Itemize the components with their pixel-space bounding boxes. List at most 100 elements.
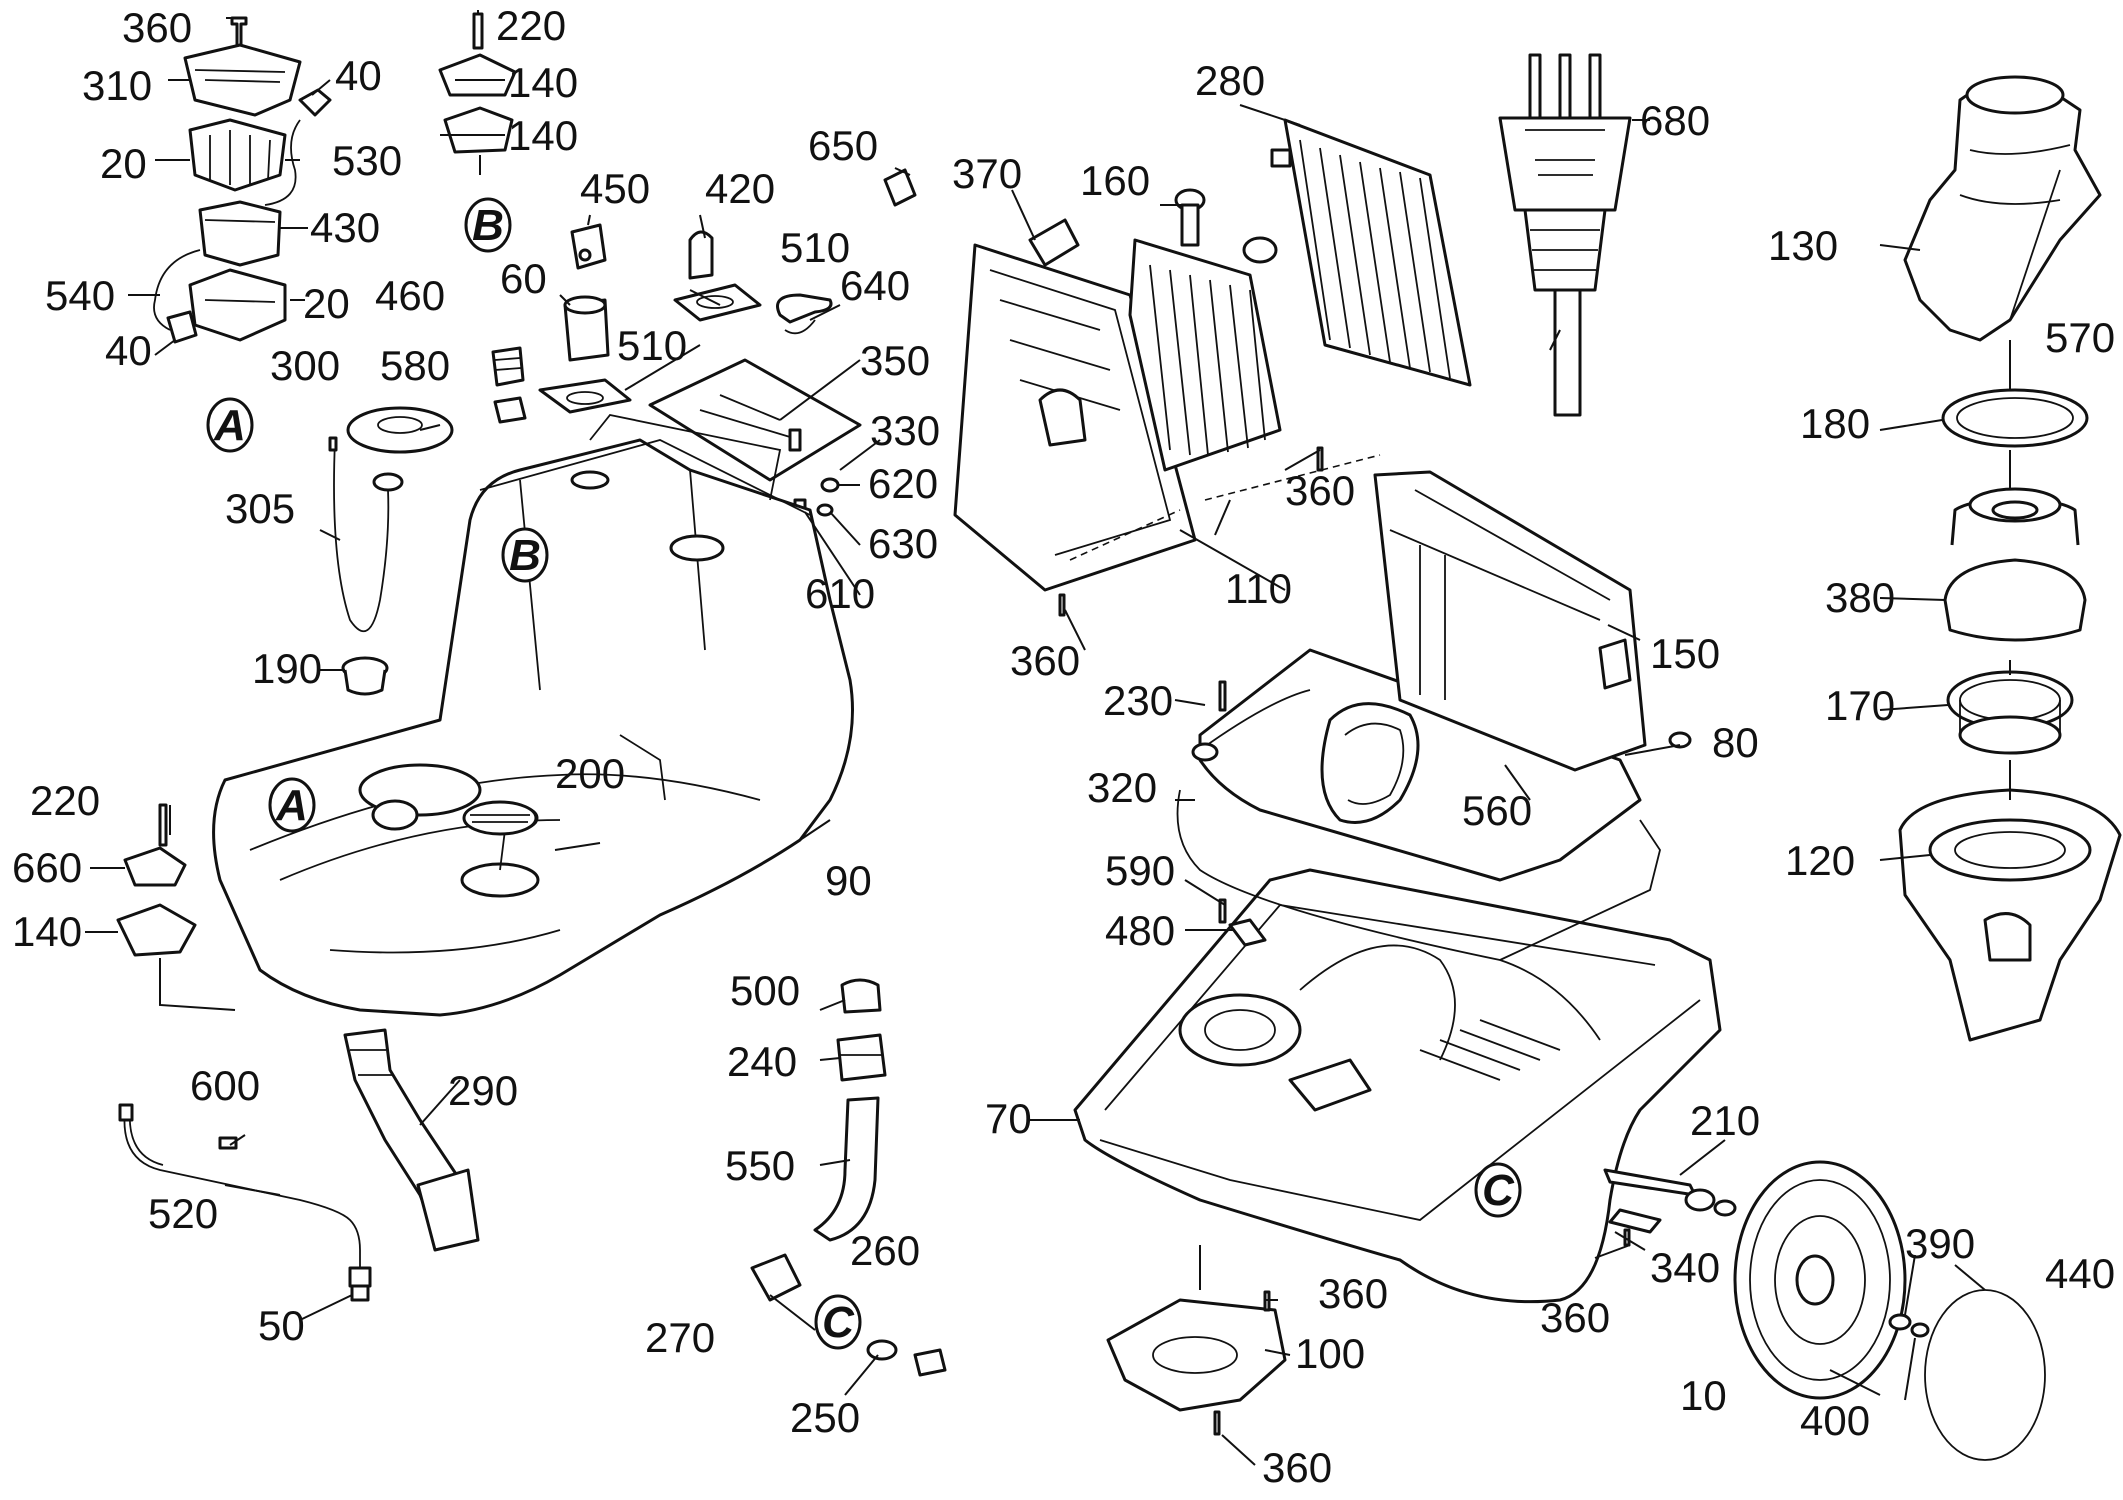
part-label: 390 xyxy=(1905,1220,1975,1267)
reference-marker: A xyxy=(213,401,246,450)
part-label: 40 xyxy=(335,52,382,99)
part-label: 170 xyxy=(1825,682,1895,729)
part-label: 260 xyxy=(850,1227,920,1274)
reference-marker: C xyxy=(822,1298,855,1347)
part-number-labels: 360 220 310 40 140 530 140 20 430 450 42… xyxy=(12,2,2115,1491)
upper-left-parts-group xyxy=(153,16,332,344)
part-label: 360 xyxy=(1010,637,1080,684)
part-label: 340 xyxy=(1650,1244,1720,1291)
part-label: 320 xyxy=(1087,764,1157,811)
reference-marker: A xyxy=(275,781,308,830)
part-label: 400 xyxy=(1800,1397,1870,1444)
part-label: 90 xyxy=(825,857,872,904)
reference-marker: B xyxy=(472,201,504,250)
lower-housing-base xyxy=(1073,868,1722,1304)
part-label: 160 xyxy=(1080,157,1150,204)
hose-elbow xyxy=(343,1028,480,1252)
part-label: 360 xyxy=(1318,1270,1388,1317)
part-label: 600 xyxy=(190,1062,260,1109)
part-label: 230 xyxy=(1103,677,1173,724)
part-label: 430 xyxy=(310,204,380,251)
part-label: 250 xyxy=(790,1394,860,1441)
main-body-housing xyxy=(212,414,854,1017)
filler-cap xyxy=(341,656,389,696)
part-label: 50 xyxy=(258,1302,305,1349)
part-label: 130 xyxy=(1768,222,1838,269)
part-label: 570 xyxy=(2045,314,2115,361)
part-label: 290 xyxy=(448,1067,518,1114)
base-foot xyxy=(1106,1245,1287,1436)
part-label: 530 xyxy=(332,137,402,184)
part-label: 590 xyxy=(1105,847,1175,894)
part-label: 510 xyxy=(780,224,850,271)
part-label: 150 xyxy=(1650,630,1720,677)
part-label: 40 xyxy=(105,327,152,374)
part-label: 270 xyxy=(645,1314,715,1361)
part-label: 450 xyxy=(580,165,650,212)
part-label: 120 xyxy=(1785,837,1855,884)
heater-assembly-group xyxy=(953,118,1472,617)
part-label: 310 xyxy=(82,62,152,109)
part-label: 380 xyxy=(1825,574,1895,621)
part-label: 610 xyxy=(805,570,875,617)
part-label: 420 xyxy=(705,165,775,212)
part-label: 100 xyxy=(1295,1330,1365,1377)
part-label: 500 xyxy=(730,967,800,1014)
part-label: 350 xyxy=(860,337,930,384)
part-label: 60 xyxy=(500,255,547,302)
clip-parts-group-b xyxy=(438,10,517,175)
cap-and-cord-group xyxy=(328,406,454,633)
cover-plate-group xyxy=(1176,470,1692,961)
center-top-parts-group xyxy=(491,168,917,517)
filter-insert xyxy=(462,800,538,836)
part-label: 660 xyxy=(12,844,82,891)
part-label: 520 xyxy=(148,1190,218,1237)
part-label: 140 xyxy=(508,112,578,159)
part-label: 180 xyxy=(1800,400,1870,447)
small-screws-group xyxy=(1218,898,1267,947)
sensor-cable-group xyxy=(118,1103,372,1302)
power-plug xyxy=(1498,53,1632,417)
part-label: 460 xyxy=(375,272,445,319)
axle-group xyxy=(1603,1168,1737,1247)
reference-markers: A B A B C C xyxy=(206,197,1522,1350)
part-label: 300 xyxy=(270,342,340,389)
part-label: 305 xyxy=(225,485,295,532)
part-label: 640 xyxy=(840,262,910,309)
part-label: 560 xyxy=(1462,787,1532,834)
part-label: 620 xyxy=(868,460,938,507)
part-label: 240 xyxy=(727,1038,797,1085)
part-label: 650 xyxy=(808,122,878,169)
part-label: 480 xyxy=(1105,907,1175,954)
part-label: 190 xyxy=(252,645,322,692)
water-connector-group xyxy=(750,978,947,1377)
wheel xyxy=(1733,1160,2046,1461)
part-label: 140 xyxy=(12,908,82,955)
part-label: 110 xyxy=(1225,565,1292,612)
leader-lines xyxy=(85,79,1986,1466)
reference-marker: C xyxy=(1482,1166,1515,1215)
part-label: 220 xyxy=(496,2,566,49)
motor-housing-stack xyxy=(1898,75,2122,1042)
part-label: 440 xyxy=(2045,1250,2115,1297)
part-label: 630 xyxy=(868,520,938,567)
part-label: 220 xyxy=(30,777,100,824)
part-label: 20 xyxy=(303,280,350,327)
part-label: 10 xyxy=(1680,1372,1727,1419)
part-label: 330 xyxy=(870,407,940,454)
part-label: 70 xyxy=(985,1095,1032,1142)
part-label: 210 xyxy=(1690,1097,1760,1144)
part-label: 550 xyxy=(725,1142,795,1189)
part-label: 360 xyxy=(122,4,192,51)
part-label: 580 xyxy=(380,342,450,389)
part-label: 80 xyxy=(1712,719,1759,766)
part-label: 360 xyxy=(1285,467,1355,514)
part-label: 140 xyxy=(508,59,578,106)
part-label: 540 xyxy=(45,272,115,319)
lower-left-clips-group xyxy=(116,803,236,1011)
part-label: 280 xyxy=(1195,57,1265,104)
part-label: 510 xyxy=(617,322,687,369)
part-label: 370 xyxy=(952,150,1022,197)
part-label: 360 xyxy=(1540,1294,1610,1341)
